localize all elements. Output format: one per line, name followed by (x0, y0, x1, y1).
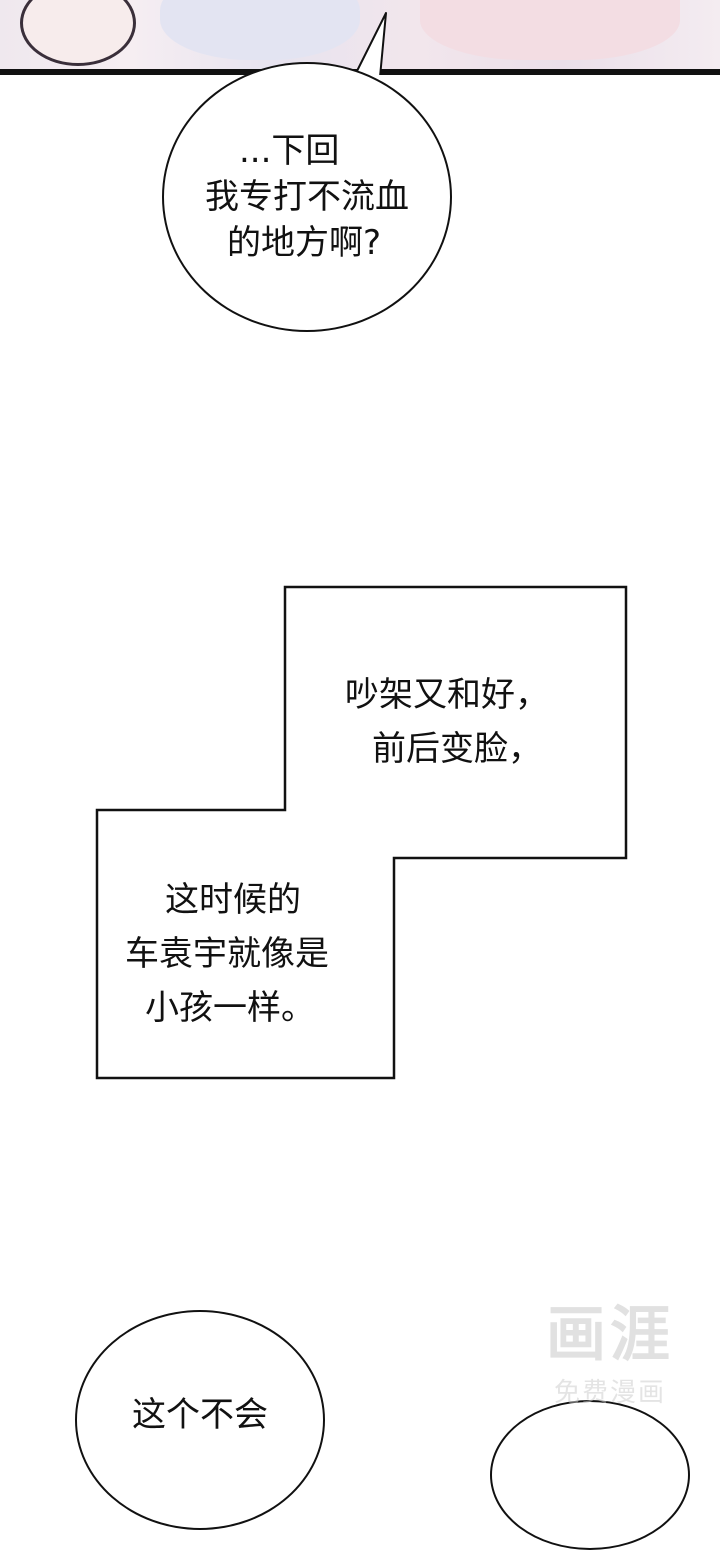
narration-text-2: 这时候的 车袁宇就像是 小孩一样。 (125, 873, 329, 1035)
character-face-fragment (420, 0, 680, 60)
speech-bubble-top: ...下回 我专打不流血 的地方啊? (162, 62, 452, 332)
speech-line: 的地方啊? (227, 223, 382, 263)
watermark: 画涯 免费漫画 (530, 1295, 690, 1425)
narration-box-outline (95, 585, 628, 1080)
narration-line: 小孩一样。 (145, 988, 315, 1028)
watermark-logo: 画涯 (546, 1300, 674, 1370)
speech-bubble-bottom-left: 这个不会 (75, 1310, 325, 1530)
speech-bubble-text: ...下回 我专打不流血 的地方啊? (205, 128, 409, 266)
speech-line: 这个不会 (132, 1395, 268, 1435)
character-shirt-fragment (160, 0, 360, 60)
narration-text-1: 吵架又和好， 前后变脸， (345, 668, 549, 776)
watermark-subtitle: 免费漫画 (553, 1378, 666, 1408)
narration-line: 前后变脸， (372, 729, 542, 769)
comic-panel-top (0, 0, 720, 72)
speech-line: 我专打不流血 (205, 177, 409, 217)
speech-line: ...下回 (239, 131, 340, 171)
character-hand-fragment (20, 0, 136, 66)
narration-line: 吵架又和好， (345, 675, 549, 715)
speech-bubble-text: 这个不会 (132, 1392, 268, 1438)
narration-line: 这时候的 (165, 880, 301, 920)
narration-line: 车袁宇就像是 (125, 934, 329, 974)
